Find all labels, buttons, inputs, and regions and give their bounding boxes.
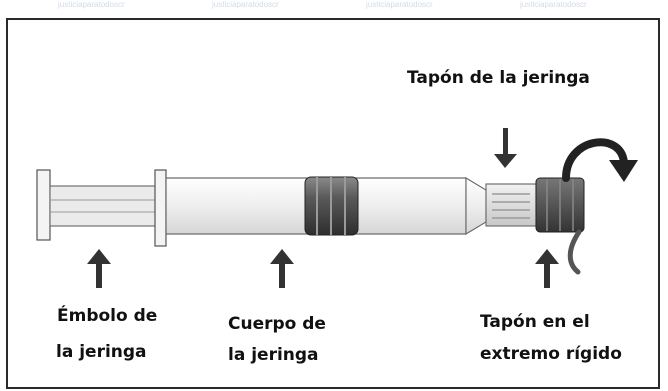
- twist-arrow-icon: [562, 138, 638, 182]
- leader-curve: [567, 229, 582, 275]
- syringe-body: [154, 169, 487, 247]
- rigid-tip: [485, 177, 585, 233]
- barrel-shoulder: [465, 177, 487, 235]
- arrow-up-icon: [535, 249, 559, 288]
- arrow-up-icon: [87, 249, 111, 288]
- label-plunger-line1: Émbolo de: [57, 306, 158, 326]
- plunger-flange: [36, 169, 51, 241]
- label-tip-line2: extremo rígido: [480, 344, 622, 364]
- label-syringe-cap: Tapón de la jeringa: [407, 68, 590, 88]
- label-tip-line1: Tapón en el: [480, 312, 590, 332]
- label-plunger-line2: la jeringa: [56, 342, 147, 362]
- label-body-line1: Cuerpo de: [228, 314, 326, 334]
- luer-tip: [485, 183, 537, 227]
- arrow-up-icon: [270, 249, 294, 288]
- label-body-line2: la jeringa: [228, 345, 319, 365]
- finger-flange: [154, 169, 167, 247]
- arrow-down-icon: [494, 128, 517, 168]
